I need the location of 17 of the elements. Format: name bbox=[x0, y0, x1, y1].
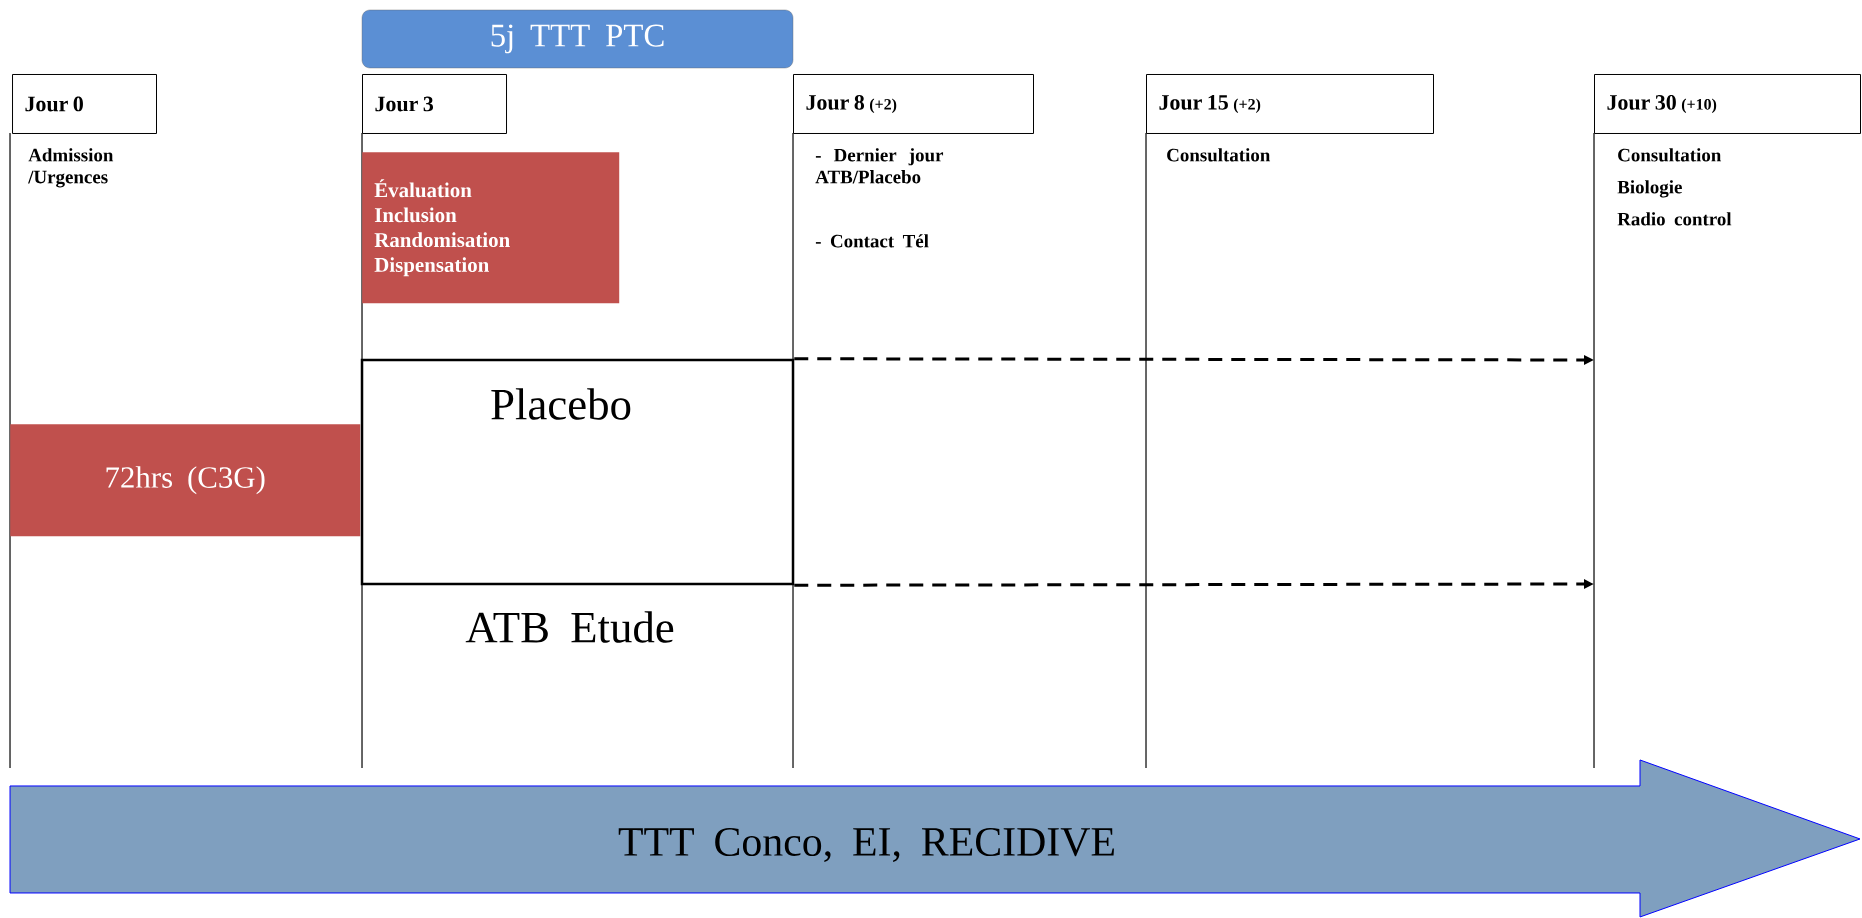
day-box: Jour 3 bbox=[362, 74, 507, 134]
banner: 5j TTT PTC bbox=[361, 9, 794, 69]
day-box: Jour 15 (+2) bbox=[1146, 74, 1434, 134]
note-text: Admission /Urgences bbox=[28, 148, 114, 188]
note-text: - Contact Tél bbox=[815, 234, 929, 248]
note-text: Consultation bbox=[1167, 148, 1271, 162]
day-box: Jour 30 (+10) bbox=[1594, 74, 1861, 134]
treatment-box: 72hrs (C3G) bbox=[10, 424, 361, 537]
day-box: Jour 0 bbox=[12, 74, 157, 134]
step-box: Évaluation Inclusion Randomisation Dispensation bbox=[362, 152, 620, 304]
arm-label: Placebo bbox=[491, 388, 631, 420]
note-text: Radio control bbox=[1617, 212, 1732, 226]
note-text: - Dernier jour ATB/Placebo bbox=[815, 148, 944, 184]
note-text: Consultation bbox=[1618, 148, 1722, 162]
day-box: Jour 8 (+2) bbox=[793, 74, 1034, 134]
arm-label: ATB Etude bbox=[465, 611, 674, 643]
note-text: Biologie bbox=[1617, 180, 1682, 198]
